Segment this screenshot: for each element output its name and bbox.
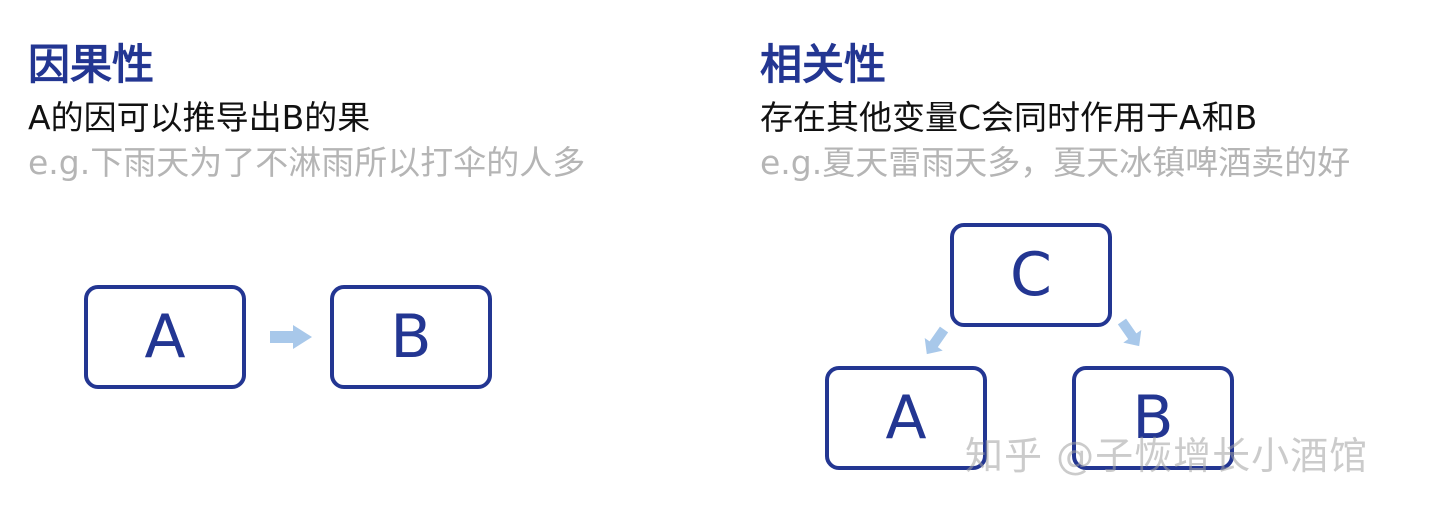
causality-node-a: A — [84, 285, 246, 389]
correlation-node-b: B — [1072, 366, 1234, 470]
correlation-arrow-c-to-b — [1117, 318, 1142, 347]
correlation-arrow-c-to-a — [924, 326, 949, 355]
correlation-node-c: C — [950, 223, 1112, 327]
causality-example: e.g.下雨天为了不淋雨所以打伞的人多 — [28, 143, 586, 182]
watermark: 知乎 @子恢增长小酒馆 — [965, 434, 1369, 478]
correlation-example: e.g.夏天雷雨天多，夏天冰镇啤酒卖的好 — [760, 143, 1351, 182]
causality-node-b: B — [330, 285, 492, 389]
correlation-heading: 相关性 — [760, 40, 887, 89]
correlation-subtitle: 存在其他变量C会同时作用于A和B — [760, 98, 1258, 137]
causality-arrow-a-to-b — [270, 325, 312, 349]
causality-heading: 因果性 — [28, 40, 155, 89]
causality-subtitle: A的因可以推导出B的果 — [28, 98, 371, 137]
correlation-node-a: A — [825, 366, 987, 470]
